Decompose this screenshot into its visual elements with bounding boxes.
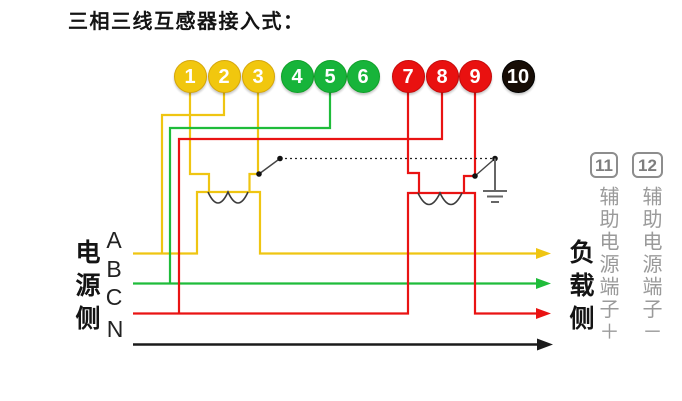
aux-terminal-11-label: 辅助电源端子＋ <box>596 186 618 344</box>
ct1-primary-loop <box>133 190 537 255</box>
page-title: 三相三线互感器接入式： <box>68 11 305 33</box>
terminal-4: 4 <box>280 60 314 93</box>
ground-icon <box>483 158 507 203</box>
phase-c-wire <box>133 92 537 315</box>
terminal-6: 6 <box>346 60 380 93</box>
earth-switch-right <box>474 157 496 177</box>
aux-terminal-12-label: 辅助电源端子－ <box>639 186 661 344</box>
load-arrow-c <box>536 308 551 319</box>
phase-b-wire <box>133 92 537 285</box>
earth-switch-left <box>258 157 281 175</box>
ct1-coil-icon <box>207 190 249 204</box>
load-arrow-n <box>537 338 553 351</box>
terminal-10: 10 <box>501 60 535 93</box>
terminal-7: 7 <box>391 60 425 93</box>
load-arrow-a <box>536 248 551 259</box>
phase-label-n: N <box>106 316 124 342</box>
terminal-2: 2 <box>207 60 241 93</box>
terminal3-wire <box>248 92 260 192</box>
terminal-9: 9 <box>458 60 492 93</box>
aux-terminal-12: 12 <box>632 152 663 178</box>
terminal-1: 1 <box>173 60 207 93</box>
load-side-label: 负载侧 <box>566 239 594 338</box>
terminal2-voltage-tap-wire <box>160 92 226 253</box>
ct2-coil-icon <box>417 191 463 206</box>
terminal9-wire <box>462 92 477 193</box>
terminal-5: 5 <box>313 60 347 93</box>
phase-label-b: B <box>106 256 122 282</box>
ct2-primary-loop <box>133 191 537 315</box>
terminal5-voltage-tap-wire <box>168 92 332 283</box>
phase-a-wire <box>133 92 537 255</box>
terminal7-wire <box>406 92 421 193</box>
phase-label-a: A <box>106 227 122 253</box>
terminal8-voltage-tap-wire <box>177 92 444 313</box>
source-side-label: 电源侧 <box>72 239 100 338</box>
terminal1-wire <box>188 92 211 192</box>
aux-terminal-11: 11 <box>590 152 618 178</box>
load-arrow-b <box>536 278 551 289</box>
terminal-3: 3 <box>241 60 275 93</box>
terminal-8: 8 <box>425 60 459 93</box>
junction-dots <box>256 155 498 179</box>
phase-label-c: C <box>105 284 123 310</box>
